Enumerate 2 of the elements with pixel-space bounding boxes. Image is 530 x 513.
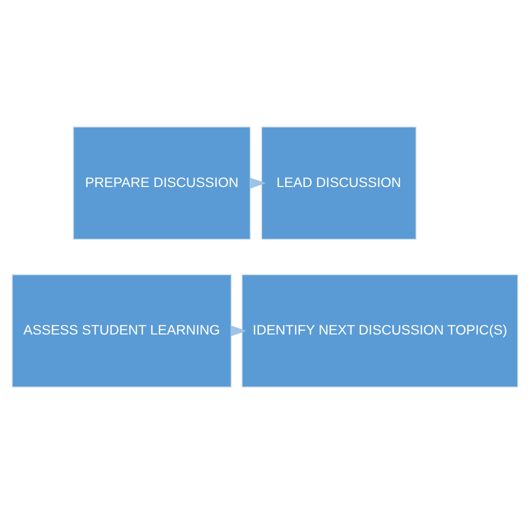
node-box: LEAD DISCUSSION [261, 126, 417, 240]
node-box: IDENTIFY NEXT DISCUSSION TOPIC(S) [242, 274, 518, 388]
